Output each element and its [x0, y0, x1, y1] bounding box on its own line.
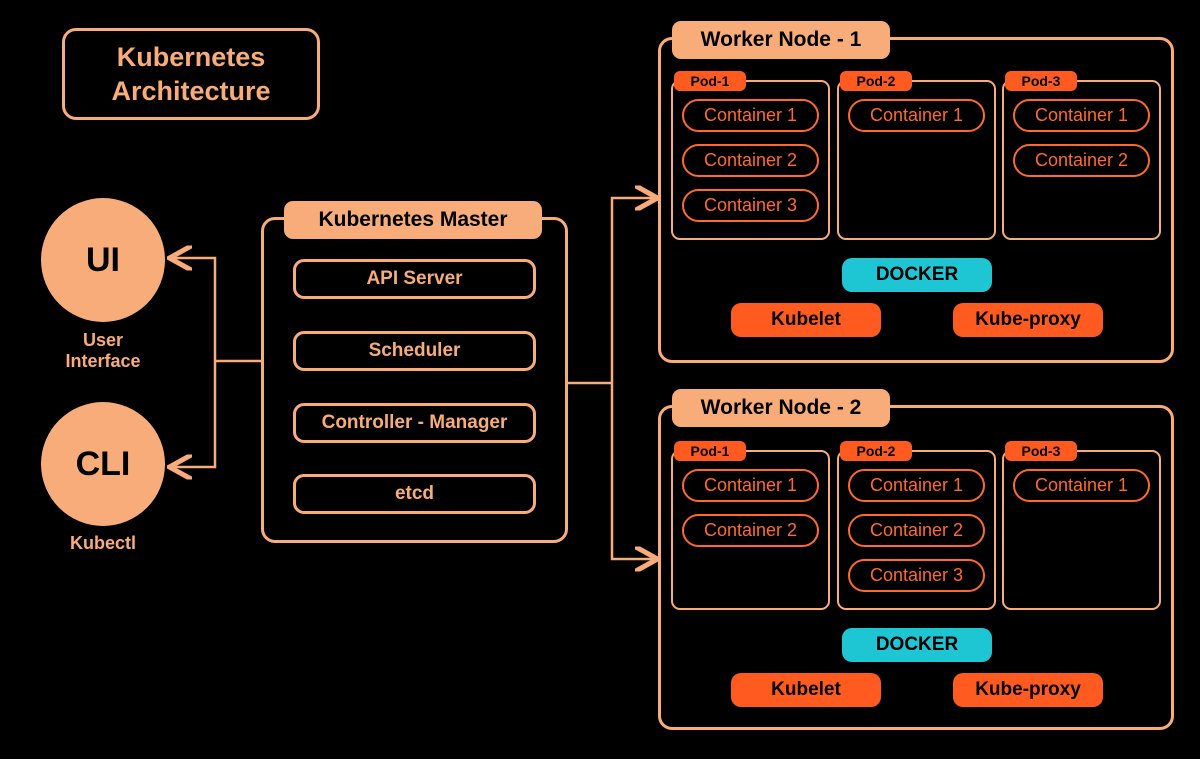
node-1-pod-1-container-1: Container 1	[682, 99, 819, 132]
cli-caption: Kubectl	[69, 533, 136, 553]
title-line-1: Kubernetes	[116, 42, 266, 72]
node-1-pod-1	[671, 80, 830, 240]
node-1-kube-proxy-box: Kube-proxy	[953, 303, 1103, 337]
cli-arrow	[172, 361, 217, 467]
node-1-pod-3-container-2: Container 2	[1013, 144, 1150, 177]
node-1-docker-box: DOCKER	[842, 258, 992, 292]
api-server-box: API Server	[293, 259, 536, 299]
node-2-pod-3-tag: Pod-3	[1005, 441, 1077, 461]
node-2-pod-2-container-2: Container 2	[848, 514, 985, 547]
node-2-pod-2	[837, 450, 996, 610]
ui-label: UI	[86, 240, 120, 279]
node-1-pod-1-tag: Pod-1	[674, 71, 746, 91]
node-1-pod-2-tag: Pod-2	[840, 71, 912, 91]
ui-arrow	[172, 258, 217, 361]
node-2-pod-1-container-1: Container 1	[682, 469, 819, 502]
ui-caption-line-2: Interface	[65, 351, 141, 371]
node1-arrow	[610, 198, 655, 383]
node-2-pod-1-tag: Pod-1	[674, 441, 746, 461]
title-line-2: Architecture	[111, 76, 271, 106]
worker-node-2-box	[658, 405, 1174, 730]
node-2-pod-2-tag: Pod-2	[840, 441, 912, 461]
node-1-pod-1-container-2: Container 2	[682, 144, 819, 177]
node-2-pod-3-container-1: Container 1	[1013, 469, 1150, 502]
ui-caption: User Interface	[41, 330, 165, 372]
node-1-pod-3-container-1: Container 1	[1013, 99, 1150, 132]
node-2-pod-3	[1002, 450, 1161, 610]
cli-client-circle: CLI	[41, 402, 165, 526]
node-2-pod-1-container-2: Container 2	[682, 514, 819, 547]
node-2-kube-proxy-box: Kube-proxy	[953, 673, 1103, 707]
node-1-pod-2-container-1: Container 1	[848, 99, 985, 132]
etcd-box: etcd	[293, 474, 536, 514]
worker-node-1-label: Worker Node - 1	[672, 21, 890, 59]
node-1-pod-1-container-3: Container 3	[682, 189, 819, 222]
cli-label: CLI	[75, 444, 131, 483]
node-2-pod-2-container-1: Container 1	[848, 469, 985, 502]
node-2-pod-1	[671, 450, 830, 610]
worker-node-1-box	[658, 37, 1174, 363]
scheduler-box: Scheduler	[293, 331, 536, 371]
node-2-pod-2-container-3: Container 3	[848, 559, 985, 592]
ui-client-circle: UI	[41, 198, 165, 322]
node-2-kubelet-box: Kubelet	[731, 673, 881, 707]
node-1-pod-2	[837, 80, 996, 240]
diagram-title: Kubernetes Architecture	[62, 28, 320, 120]
controller-manager-box: Controller - Manager	[293, 403, 536, 443]
node-1-pod-3	[1002, 80, 1161, 240]
node-2-docker-box: DOCKER	[842, 628, 992, 662]
node-1-kubelet-box: Kubelet	[731, 303, 881, 337]
node-1-pod-3-tag: Pod-3	[1005, 71, 1077, 91]
kubernetes-master-label: Kubernetes Master	[284, 201, 542, 239]
worker-node-2-label: Worker Node - 2	[672, 389, 890, 427]
ui-caption-line-1: User	[82, 330, 124, 350]
node2-arrow	[610, 383, 655, 559]
